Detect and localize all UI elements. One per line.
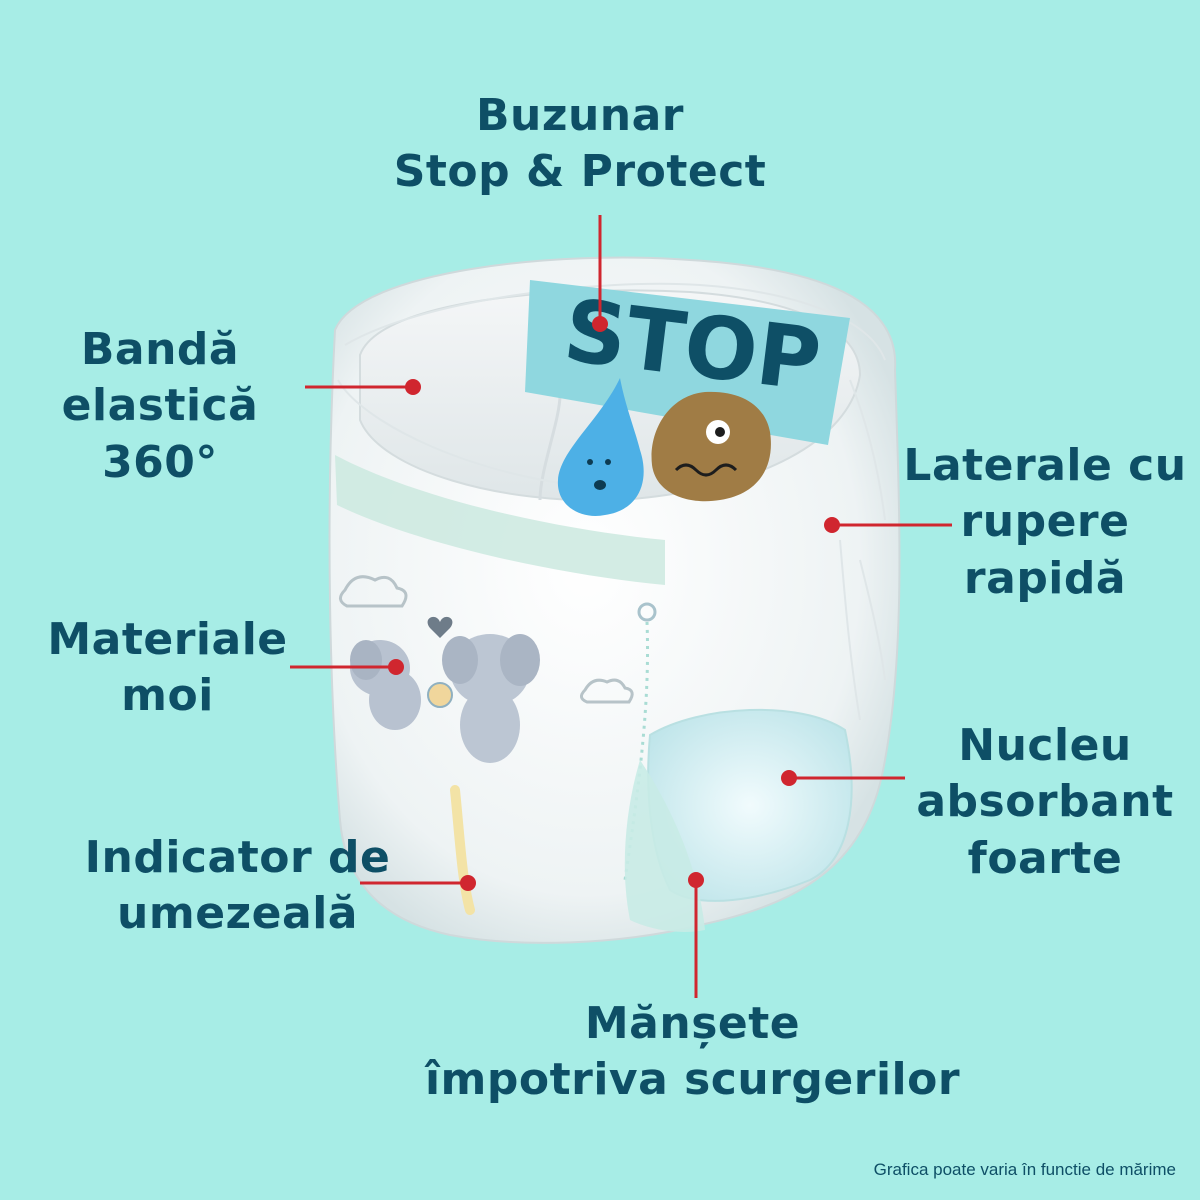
sides-callout-line3: rapidă	[963, 552, 1127, 604]
pocket-callout-line2: Stop & Protect	[393, 146, 767, 198]
core-callout-line1: Nucleu	[958, 720, 1132, 771]
materials-callout: Materiale moi	[30, 612, 305, 725]
sides-callout-line1: Laterale cu	[903, 440, 1187, 491]
waistband-callout-line2: elastică	[61, 380, 259, 432]
waistband-callout-line1: Bandă	[80, 324, 240, 375]
liquid-drop-character	[557, 378, 644, 516]
materials-callout-line2: moi	[121, 670, 214, 722]
indicator-callout-line1: Indicator de	[84, 832, 391, 883]
solid-drop-character	[651, 391, 771, 502]
size-disclaimer: Grafica poate varia în functie de mărime	[873, 1160, 1176, 1179]
indicator-pointer-dot	[460, 875, 476, 891]
waistband-pointer-dot	[405, 379, 421, 395]
pointer-lines	[290, 215, 952, 998]
cuffs-pointer-dot	[688, 872, 704, 888]
cuffs-callout: Mănșete împotriva scurgerilor	[410, 996, 975, 1109]
materials-callout-line1: Materiale	[47, 614, 288, 665]
pocket-callout-line1: Buzunar	[475, 90, 684, 141]
indicator-callout-line2: umezeală	[117, 888, 358, 940]
core-callout-line2: absorbant	[916, 776, 1174, 828]
core-pointer-dot	[781, 770, 797, 786]
pocket-pointer-dot	[592, 316, 608, 332]
sides-pointer-dot	[824, 517, 840, 533]
indicator-callout: Indicator de umezeală	[75, 830, 400, 943]
sides-callout: Laterale cu rupere rapidă	[900, 438, 1190, 607]
pocket-callout: Buzunar Stop & Protect	[380, 88, 780, 201]
waistband-callout: Bandă elastică 360°	[40, 322, 280, 491]
waistband-callout-line3: 360°	[102, 436, 218, 488]
materials-pointer-dot	[388, 659, 404, 675]
core-callout-line3: foarte	[967, 832, 1123, 884]
core-callout: Nucleu absorbant foarte	[905, 718, 1185, 887]
cuffs-callout-line1: Mănșete	[584, 998, 801, 1049]
sides-callout-line2: rupere	[960, 496, 1130, 548]
cuffs-callout-line2: împotriva scurgerilor	[424, 1054, 961, 1106]
elephant-illustration	[350, 616, 540, 763]
